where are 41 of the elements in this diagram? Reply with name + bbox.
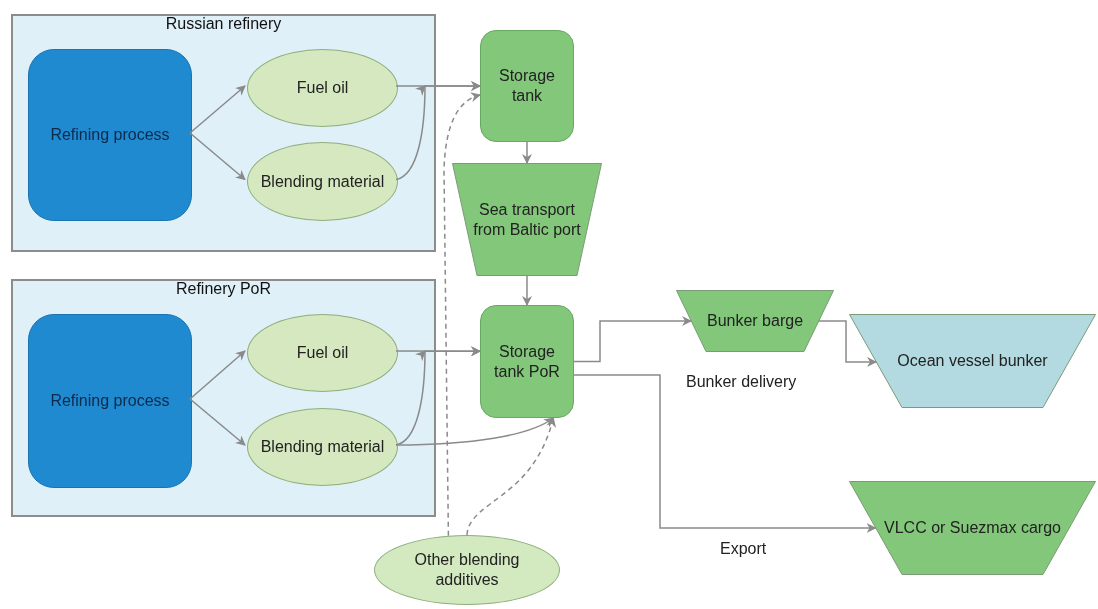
- arrow: [189, 350, 246, 400]
- node-label: Storage tank PoR: [493, 341, 561, 382]
- storage-box: [480, 305, 574, 418]
- node-label: Fuel oil: [295, 78, 350, 98]
- arrow: [573, 374, 877, 533]
- arrow: [395, 417, 555, 446]
- node-label: VLCC or Suezmax cargo: [883, 518, 1062, 538]
- group-heading: Russian refinery: [165, 14, 282, 34]
- node-label: Blending material: [259, 171, 386, 192]
- trapezoid-shape: [676, 290, 834, 352]
- arrow: [443, 92, 481, 537]
- arrow: [189, 85, 246, 134]
- arrow: [395, 81, 481, 181]
- trapezoid-shape: [849, 481, 1096, 575]
- flow-label: Bunker delivery: [686, 373, 797, 391]
- node-label: Bunker barge: [705, 311, 805, 331]
- arrow: [573, 316, 692, 363]
- node-label: Other blending additives: [413, 550, 521, 590]
- storage-box: [480, 30, 574, 142]
- group-heading: Refinery PoR: [175, 279, 272, 299]
- group-panel: [11, 14, 436, 252]
- arrow: [522, 275, 532, 306]
- trapezoid-shape: [849, 314, 1096, 408]
- group-panel: [11, 279, 436, 517]
- arrow: [818, 320, 878, 367]
- arrow: [189, 132, 246, 181]
- node-label: Refining process: [49, 391, 171, 411]
- process-box: [28, 314, 192, 488]
- arrow: [522, 141, 532, 164]
- node-label: Storage tank: [497, 66, 556, 106]
- node-label: Ocean vessel bunker: [896, 351, 1049, 371]
- node-label: Fuel oil: [295, 343, 350, 363]
- arrow: [189, 398, 246, 446]
- arrow: [395, 346, 481, 446]
- arrow: [466, 417, 556, 536]
- node-label: Refining process: [49, 125, 171, 145]
- flow-label: Export: [720, 540, 767, 558]
- node-label: Sea transport from Baltic port: [472, 199, 582, 240]
- trapezoid-shape: [452, 163, 602, 276]
- process-box: [28, 49, 192, 221]
- node-label: Blending material: [259, 437, 386, 457]
